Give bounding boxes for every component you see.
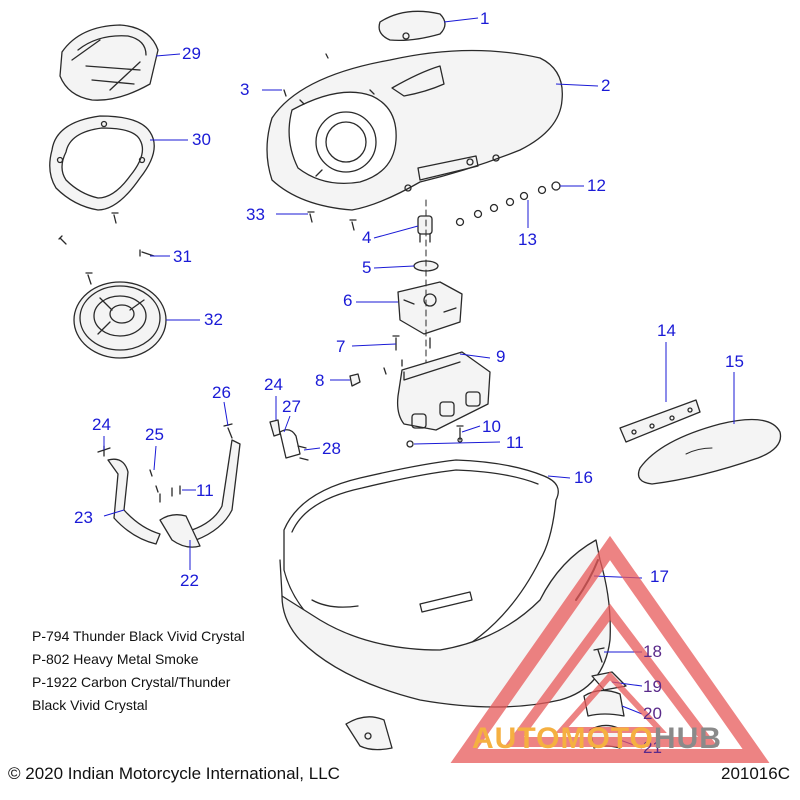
callout-2: 2 — [601, 76, 611, 95]
callout-14: 14 — [657, 321, 676, 340]
callout-13: 13 — [518, 230, 537, 249]
callout-8: 8 — [315, 371, 325, 390]
callout-28: 28 — [322, 439, 341, 458]
callout-27: 27 — [282, 397, 301, 416]
part-4-bushing-drawing — [417, 215, 433, 243]
callout-1: 1 — [480, 9, 490, 28]
callout-10: 10 — [482, 417, 501, 436]
part-10-11-screws-drawing — [406, 425, 464, 448]
callout-18: 18 — [643, 642, 662, 661]
part-1-cover-drawing — [378, 10, 446, 42]
part-2-lid-drawing — [266, 49, 563, 211]
callout-16: 16 — [574, 468, 593, 487]
watermark-auto: AUTO — [472, 722, 561, 755]
callout-17: 17 — [650, 567, 669, 586]
part-23-bracket-drawing — [97, 445, 161, 545]
callout-12: 12 — [587, 176, 606, 195]
nuts-12-13-drawing — [455, 181, 561, 227]
screws-31-drawing — [58, 212, 155, 285]
callout-4: 4 — [362, 228, 372, 247]
callout-33: 33 — [246, 205, 265, 224]
callout-3: 3 — [240, 80, 250, 99]
copyright-notice: © 2020 Indian Motorcycle International, … — [8, 764, 340, 783]
callout-24-left: 24 — [92, 415, 111, 434]
callout-9: 9 — [496, 347, 506, 366]
part-14-hinge-drawing — [619, 399, 701, 443]
diagram-code: 201016C — [720, 764, 790, 783]
callout-19: 19 — [643, 677, 662, 696]
paint-note-p1922-cont: Black Vivid Crystal — [32, 697, 148, 713]
callout-24-right: 24 — [264, 375, 283, 394]
part-8-bumper-drawing — [349, 373, 361, 387]
part-22-bracket-drawing — [159, 439, 241, 548]
callout-5: 5 — [362, 258, 372, 277]
lid-screws-drawing — [283, 53, 357, 231]
callout-31: 31 — [173, 247, 192, 266]
watermark-hub: HUB — [653, 722, 722, 755]
lower-clamp-drawing — [345, 716, 393, 751]
callout-25: 25 — [145, 425, 164, 444]
callout-29: 29 — [182, 44, 201, 63]
part-29-speaker-grille-drawing — [59, 24, 159, 101]
callout-7: 7 — [336, 337, 346, 356]
watermark-moto: MOTO — [560, 722, 654, 755]
callout-6: 6 — [343, 291, 353, 310]
callout-15: 15 — [725, 352, 744, 371]
hardware-24-28-drawing — [149, 419, 309, 503]
part-6-latch-drawing — [397, 281, 463, 335]
paint-note-p802: P-802 Heavy Metal Smoke — [32, 651, 199, 667]
callout-11-center: 11 — [506, 433, 524, 452]
callout-22: 22 — [180, 571, 199, 590]
part-32-speaker-drawing — [73, 281, 167, 359]
paint-note-p1922: P-1922 Carbon Crystal/Thunder — [32, 674, 231, 690]
callout-21: 21 — [643, 738, 662, 757]
watermark-wordmark: AUTOMOTOHUB — [472, 722, 722, 756]
callout-23: 23 — [74, 508, 93, 527]
part-15-trim-drawing — [637, 418, 782, 485]
part-9-bracket-drawing — [396, 351, 491, 431]
paint-note-p794: P-794 Thunder Black Vivid Crystal — [32, 628, 245, 644]
callout-20: 20 — [643, 704, 662, 723]
callout-11-left: 11 — [196, 481, 214, 500]
callout-26: 26 — [212, 383, 231, 402]
callout-30: 30 — [192, 130, 211, 149]
callout-32: 32 — [204, 310, 223, 329]
watermark-logo — [450, 535, 770, 763]
part-30-bezel-ring-drawing — [49, 115, 155, 211]
